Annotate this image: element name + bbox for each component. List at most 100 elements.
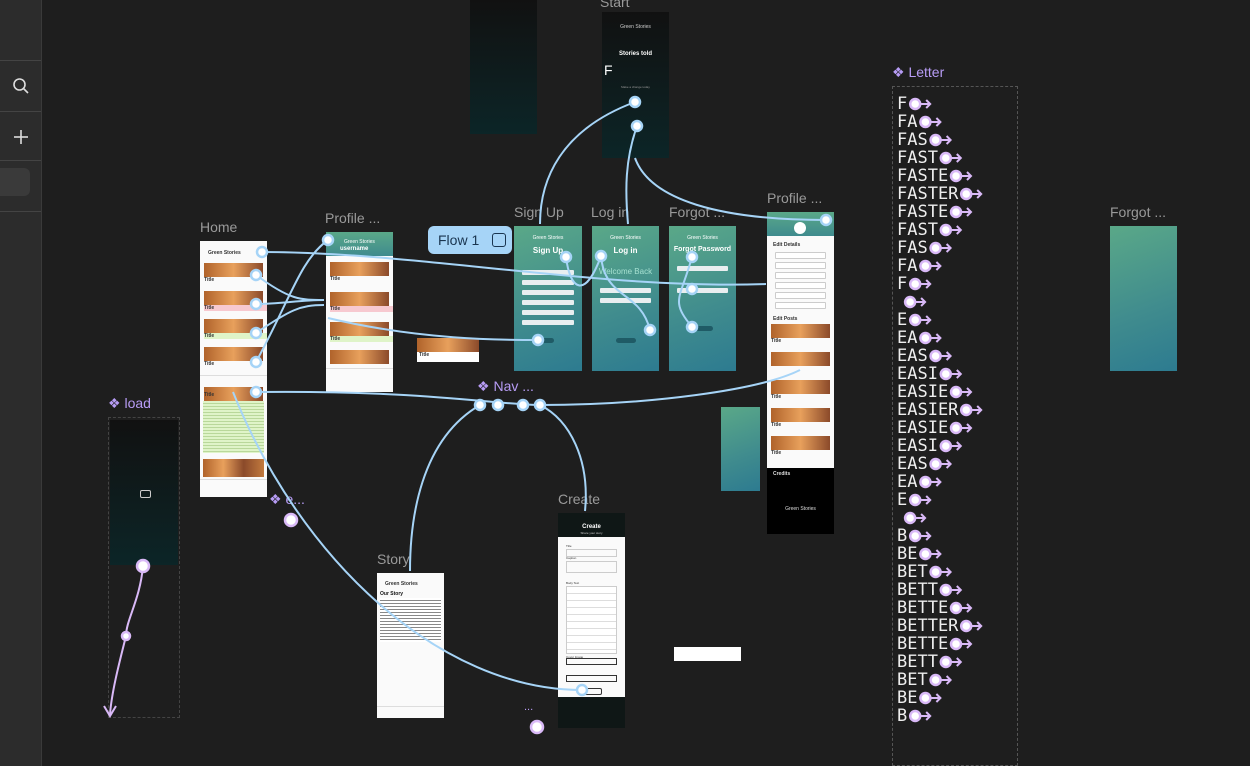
frame-forgot-2[interactable] <box>1110 226 1177 371</box>
letter-handle[interactable] <box>949 637 963 651</box>
add-button[interactable] <box>0 117 41 157</box>
edit-field[interactable] <box>775 302 826 309</box>
frame-gradient-swatch[interactable] <box>721 407 760 491</box>
letter-handle[interactable] <box>908 313 922 327</box>
create-body-input[interactable] <box>566 586 617 654</box>
frame-create[interactable]: Create Share your story Title Caption Bo… <box>558 513 625 728</box>
letter-handle[interactable] <box>939 223 953 237</box>
signup-field[interactable] <box>522 300 574 305</box>
create-caption-input[interactable] <box>566 561 617 573</box>
small-card-component[interactable]: Title <box>417 338 479 362</box>
frame-label-login[interactable]: Log in <box>591 204 630 220</box>
component-label-dots[interactable]: ... <box>524 701 534 713</box>
letter-handle[interactable] <box>939 583 953 597</box>
component-label-nav[interactable]: ❖ Nav ... <box>477 378 534 394</box>
toolbar-selected-item[interactable] <box>0 168 30 196</box>
letter-handle[interactable] <box>949 601 963 615</box>
wire-handle[interactable] <box>685 250 699 264</box>
frame-story[interactable]: Green Stories Our Story <box>377 573 444 718</box>
letter-handle[interactable] <box>939 439 953 453</box>
letter-handle[interactable] <box>919 547 932 561</box>
letter-handle[interactable] <box>919 259 932 273</box>
wire-handle[interactable] <box>516 398 530 412</box>
dots-component-handle[interactable] <box>529 719 545 735</box>
letter-handle[interactable] <box>929 457 942 471</box>
letter-handle[interactable] <box>919 115 932 129</box>
wire-handle[interactable] <box>594 249 608 263</box>
nav-bar-component[interactable] <box>674 647 741 661</box>
edit-field[interactable] <box>775 282 826 289</box>
wire-handle[interactable] <box>249 297 263 311</box>
frame-forgot-password[interactable]: Green Stories Forgot Password <box>669 226 736 371</box>
wire-handle[interactable] <box>630 119 644 133</box>
load-handle[interactable] <box>135 558 151 574</box>
wire-handle[interactable] <box>255 245 269 259</box>
letter-handle[interactable] <box>919 331 932 345</box>
login-submit-button[interactable] <box>616 338 636 343</box>
letter-handle[interactable] <box>959 619 973 633</box>
story-bottom-nav[interactable] <box>377 706 444 717</box>
forgot-email-field[interactable] <box>677 266 728 271</box>
frame-label-start[interactable]: Start <box>600 0 630 10</box>
home-nav-bar[interactable] <box>200 375 267 386</box>
forgot-code-field[interactable] <box>677 288 728 293</box>
signup-field[interactable] <box>522 310 574 315</box>
frame-signup[interactable]: Green Stories Sign Up <box>514 226 582 371</box>
frame-label-create[interactable]: Create <box>558 491 601 507</box>
component-label-load[interactable]: ❖ load <box>108 395 151 411</box>
flow-start-badge[interactable]: Flow 1 <box>428 226 512 254</box>
frame-dark-top[interactable] <box>470 0 537 134</box>
letter-handle[interactable] <box>929 133 942 147</box>
login-email-field[interactable] <box>600 288 651 293</box>
edit-field[interactable] <box>775 262 826 269</box>
letter-handle[interactable] <box>908 97 922 111</box>
letter-handle[interactable] <box>939 655 953 669</box>
wire-handle[interactable] <box>249 268 263 282</box>
wire-handle[interactable] <box>628 95 642 109</box>
letter-handle[interactable] <box>959 403 973 417</box>
frame-label-forgot-2[interactable]: Forgot ... <box>1110 204 1167 220</box>
wire-handle[interactable] <box>249 385 263 399</box>
profile-bottom-nav[interactable] <box>326 368 393 379</box>
signup-field[interactable] <box>522 290 574 295</box>
letter-handle[interactable] <box>908 709 922 723</box>
wire-handle[interactable] <box>559 250 573 264</box>
component-label-letter[interactable]: ❖ Letter <box>892 64 945 80</box>
create-option[interactable] <box>566 675 617 682</box>
wire-handle[interactable] <box>819 213 833 227</box>
edit-field[interactable] <box>775 252 826 259</box>
letter-handle[interactable] <box>939 151 953 165</box>
create-title-input[interactable] <box>566 549 617 557</box>
signup-field[interactable] <box>522 280 574 285</box>
wire-handle[interactable] <box>685 282 699 296</box>
frame-home[interactable]: Green Stories Title Title Title Title Ti… <box>200 241 267 497</box>
wire-handle[interactable] <box>473 398 487 412</box>
letter-handle[interactable] <box>929 241 942 255</box>
letter-handle[interactable] <box>959 187 973 201</box>
frame-label-profile-edit[interactable]: Profile ... <box>767 190 823 206</box>
load-handle[interactable] <box>120 630 132 642</box>
edit-field[interactable] <box>775 272 826 279</box>
search-button[interactable] <box>0 66 41 106</box>
letter-handle[interactable] <box>939 367 953 381</box>
frame-label-signup[interactable]: Sign Up <box>514 204 564 220</box>
letter-handle[interactable] <box>949 169 963 183</box>
forgot-submit-button[interactable] <box>693 326 713 331</box>
wire-handle[interactable] <box>249 355 263 369</box>
wire-handle[interactable] <box>531 333 545 347</box>
e-component-handle[interactable] <box>283 512 299 528</box>
wire-handle[interactable] <box>685 320 699 334</box>
letter-handle[interactable] <box>949 205 963 219</box>
wire-handle[interactable] <box>249 326 263 340</box>
letter-handle[interactable] <box>919 475 932 489</box>
login-password-field[interactable] <box>600 298 651 303</box>
letter-handle[interactable] <box>908 493 922 507</box>
frame-label-story[interactable]: Story <box>377 551 410 567</box>
wire-handle[interactable] <box>321 233 335 247</box>
letter-handle[interactable] <box>929 673 942 687</box>
edit-field[interactable] <box>775 292 826 299</box>
letter-handle[interactable] <box>949 421 963 435</box>
wire-handle[interactable] <box>491 398 505 412</box>
letter-handle[interactable] <box>903 511 917 525</box>
create-image-upload[interactable] <box>566 658 617 665</box>
